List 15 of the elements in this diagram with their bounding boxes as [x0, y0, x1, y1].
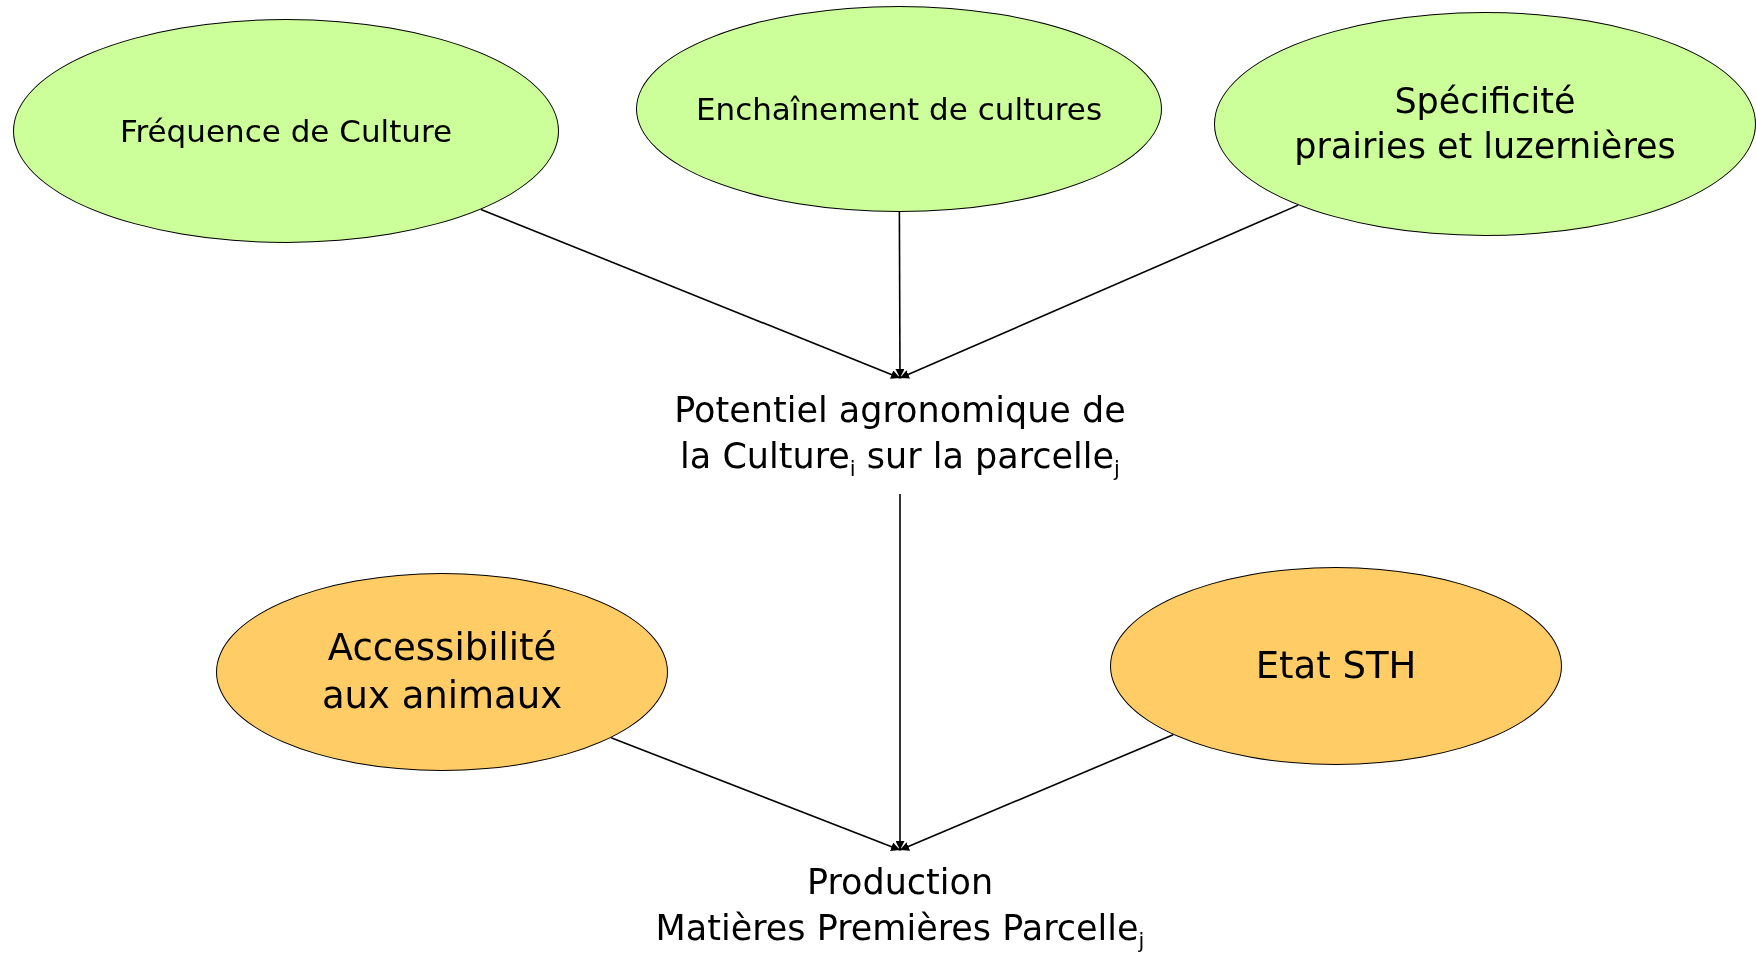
arrow	[895, 493, 905, 851]
node-label: Matières Premières Parcelle$_{j}$	[655, 906, 1145, 951]
node-label: Accessibilité aux animaux	[320, 624, 564, 719]
node-label: Etat STH	[1255, 642, 1417, 689]
node-label: prairies et luzernières	[1294, 125, 1676, 168]
node-label: Enchaînement de cultures	[695, 89, 1103, 129]
node-label: Spécificité	[1394, 79, 1576, 123]
arrow	[899, 204, 1299, 379]
arrow	[610, 736, 901, 851]
arrow	[899, 733, 1175, 851]
node-label: Production	[806, 861, 994, 904]
node-label: Potentiel agronomique de la Culture$_{i}$ sur la parcelle$_{j}$	[673, 389, 1127, 479]
node-label: Fréquence de Culture	[119, 111, 453, 151]
arrow	[895, 211, 905, 379]
arrow	[480, 208, 901, 379]
